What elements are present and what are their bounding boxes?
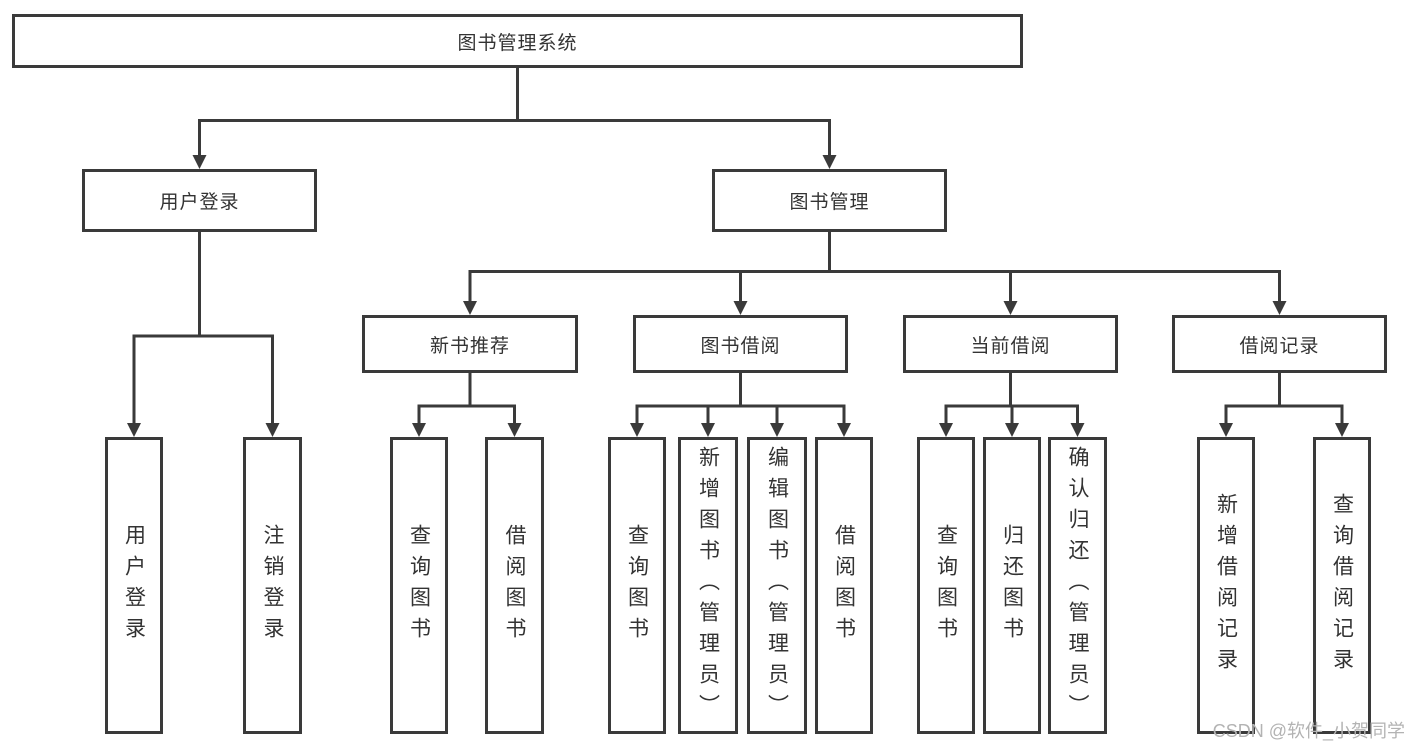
node-book-borrowing: 图书借阅: [633, 315, 848, 373]
leaf-logout: 注销登录: [243, 437, 302, 734]
leaf-bb-add-book: 新增图书（管理员）: [678, 437, 738, 734]
leaf-cb-confirm-return: 确认归还（管理员）: [1048, 437, 1107, 734]
leaf-bb-query-book-label: 查询图书: [625, 523, 649, 648]
leaf-br-add-record: 新增借阅记录: [1197, 437, 1255, 734]
leaf-rec-borrow-book-label: 借阅图书: [503, 523, 526, 648]
node-borrowing-records: 借阅记录: [1172, 315, 1387, 373]
node-borrowing-records-label: 借阅记录: [1239, 335, 1320, 357]
leaf-br-query-record-label: 查询借阅记录: [1330, 492, 1354, 679]
leaf-bb-edit-book: 编辑图书（管理员）: [747, 437, 807, 734]
leaf-cb-return-book: 归还图书: [983, 437, 1041, 734]
leaf-bb-edit-book-label: 编辑图书（管理员）: [765, 446, 789, 725]
leaf-bb-add-book-label: 新增图书（管理员）: [696, 446, 720, 725]
node-user-login: 用户登录: [82, 169, 317, 232]
leaf-cb-query-book-label: 查询图书: [934, 523, 958, 648]
leaf-rec-query-book: 查询图书: [390, 437, 448, 734]
node-new-book-recommendation: 新书推荐: [362, 315, 578, 373]
leaf-logout-label: 注销登录: [261, 523, 284, 648]
node-current-borrowing: 当前借阅: [903, 315, 1118, 373]
leaf-user-login: 用户登录: [105, 437, 163, 734]
connector-strokes: [132, 68, 1344, 426]
leaf-cb-return-book-label: 归还图书: [1000, 523, 1024, 648]
leaf-br-query-record: 查询借阅记录: [1313, 437, 1371, 734]
arrowheads: [127, 155, 1349, 437]
node-book-borrowing-label: 图书借阅: [700, 335, 781, 357]
node-current-borrowing-label: 当前借阅: [970, 335, 1051, 357]
leaf-bb-borrow-book-label: 借阅图书: [832, 523, 856, 648]
watermark: CSDN @软件_小贺同学: [1212, 721, 1405, 741]
leaf-bb-borrow-book: 借阅图书: [815, 437, 873, 734]
leaf-rec-query-book-label: 查询图书: [407, 523, 431, 648]
leaf-user-login-label: 用户登录: [122, 523, 146, 648]
node-root: 图书管理系统: [12, 14, 1023, 68]
node-book-management-label: 图书管理: [789, 192, 870, 213]
node-new-book-recommendation-label: 新书推荐: [429, 335, 510, 357]
leaf-cb-query-book: 查询图书: [917, 437, 975, 734]
leaf-rec-borrow-book: 借阅图书: [485, 437, 544, 734]
leaf-bb-query-book: 查询图书: [608, 437, 666, 734]
node-book-management: 图书管理: [712, 169, 947, 232]
leaf-br-add-record-label: 新增借阅记录: [1214, 492, 1238, 679]
leaf-cb-confirm-return-label: 确认归还（管理员）: [1066, 446, 1089, 725]
node-user-login-label: 用户登录: [159, 192, 240, 213]
node-root-label: 图书管理系统: [457, 32, 578, 54]
